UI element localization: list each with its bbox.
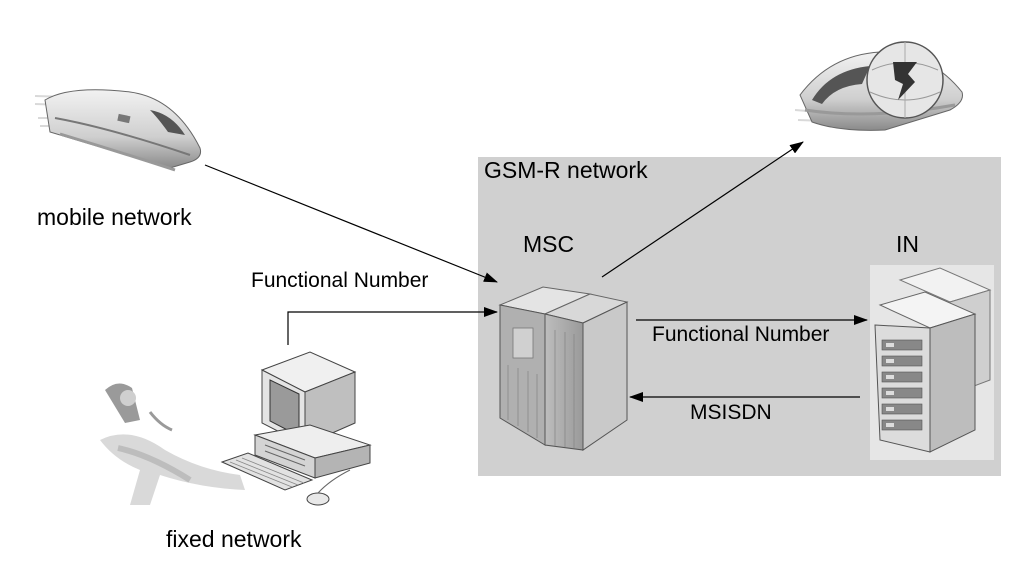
train-icon bbox=[34, 89, 201, 172]
computer-icon bbox=[220, 351, 372, 506]
gsmr-network-label: GSM-R network bbox=[484, 157, 648, 183]
link-fixed-to-msc bbox=[287, 307, 498, 345]
link-train-to-msc bbox=[204, 164, 498, 283]
server-cabinet-icon bbox=[498, 286, 629, 451]
link-msc-to-train bbox=[601, 141, 804, 278]
train-antenna-icon bbox=[794, 41, 963, 131]
in-label: IN bbox=[896, 231, 919, 257]
functional-number-label-in: Functional Number bbox=[251, 269, 429, 292]
fixed-network-label: fixed network bbox=[166, 526, 302, 552]
server-tower-icon bbox=[870, 265, 994, 460]
functional-number-label-out: Functional Number bbox=[652, 323, 830, 346]
msisdn-label: MSISDN bbox=[690, 401, 772, 424]
msc-label: MSC bbox=[523, 231, 575, 257]
seated-person-icon bbox=[100, 383, 245, 505]
mobile-network-label: mobile network bbox=[37, 204, 192, 230]
